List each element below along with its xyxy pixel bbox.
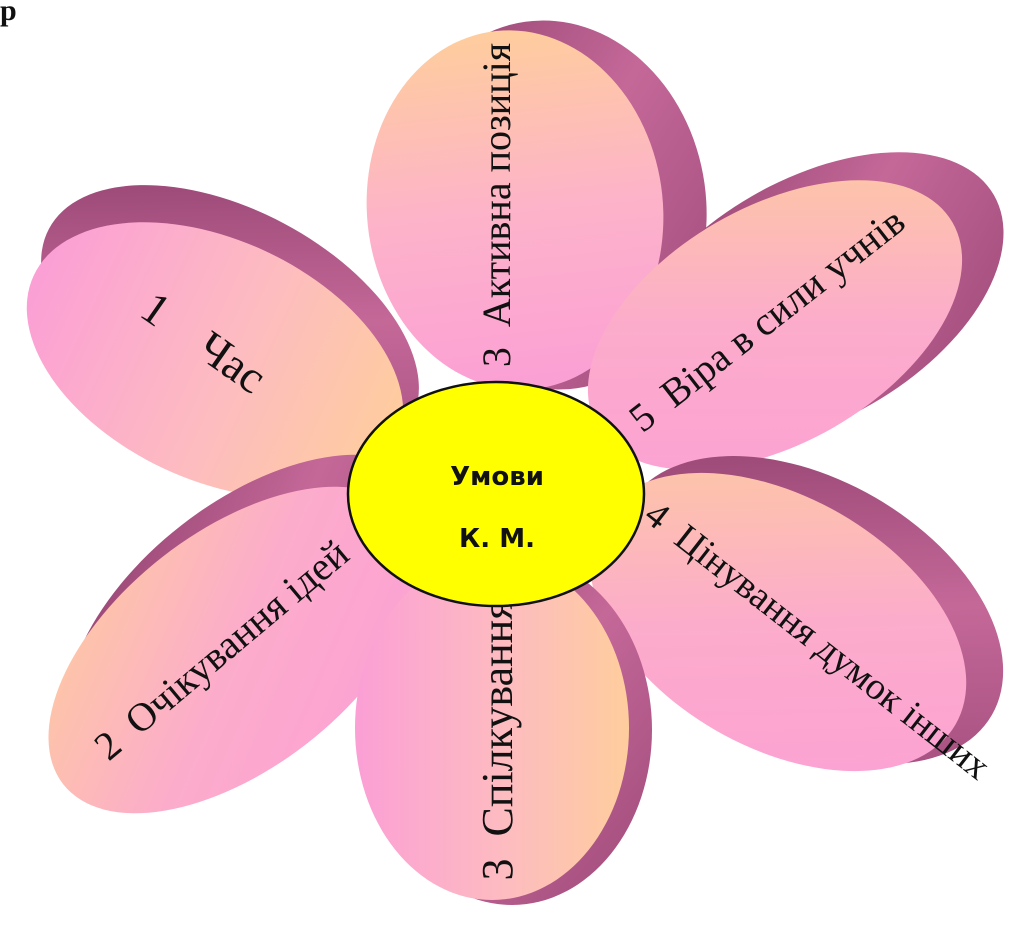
petal-active-position-label: 3 Активна позиція xyxy=(474,43,519,367)
petal-valuing-opinions xyxy=(589,456,1004,772)
petal-belief-in-students xyxy=(587,152,1004,470)
petal-active-position-face xyxy=(366,30,664,390)
petal-expecting-ideas xyxy=(48,454,444,814)
center-ellipse xyxy=(346,380,646,608)
center-subtitle: К. М. xyxy=(459,524,535,554)
petal-communication-face xyxy=(355,556,629,900)
petal-valuing-opinions-face xyxy=(589,472,967,772)
petal-belief-in-students-face xyxy=(587,180,963,470)
petal-time xyxy=(26,185,419,498)
petal-communication-label: 3 Спілкування xyxy=(473,600,522,881)
petal-communication xyxy=(355,555,652,905)
corner-text: р xyxy=(0,0,17,27)
petal-expecting-ideas-face xyxy=(48,486,422,814)
center-node: Умови К. М. xyxy=(346,380,646,608)
center-title: Умови xyxy=(450,462,544,492)
petal-time-face xyxy=(26,222,404,498)
